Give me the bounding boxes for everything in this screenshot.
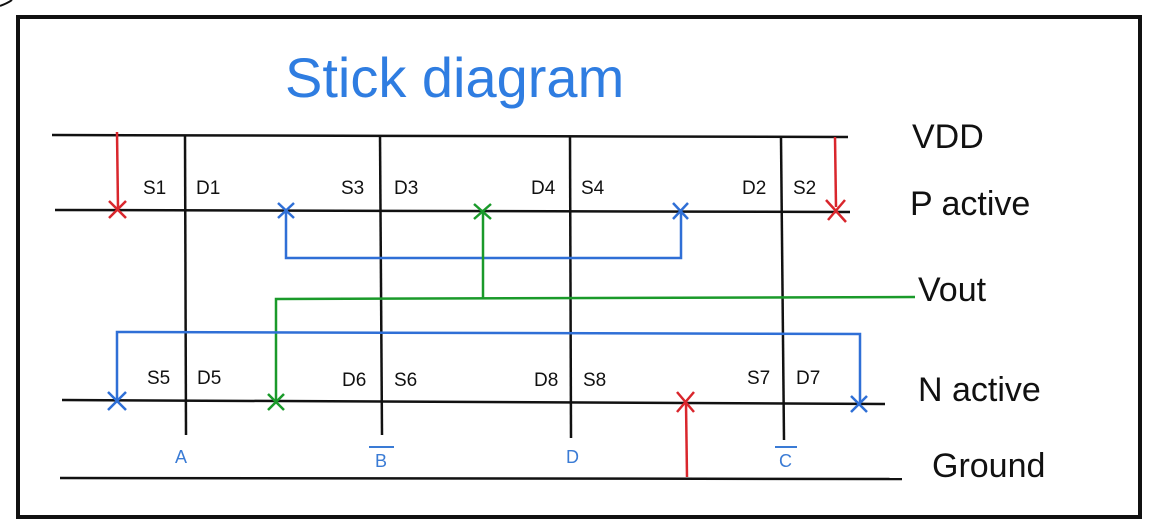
input-label-b: B xyxy=(375,451,387,471)
vdd-contact-s2 xyxy=(833,136,838,208)
terminal-label: D7 xyxy=(796,368,820,389)
ground-contact-s7 xyxy=(684,402,689,478)
vdd-label: VDD xyxy=(912,118,984,156)
terminal-label: S4 xyxy=(581,178,605,199)
contact-cross-s2 xyxy=(825,199,847,223)
terminal-label: S2 xyxy=(793,178,816,199)
ground-label: Ground xyxy=(932,447,1045,485)
vdd-rail xyxy=(51,133,849,139)
input-label-a: A xyxy=(175,447,187,467)
terminal-label: S8 xyxy=(583,370,606,391)
contact-cross-s5 xyxy=(107,391,127,411)
input-label-c: C xyxy=(779,451,792,471)
terminal-label: D1 xyxy=(196,178,220,199)
corner-mark xyxy=(0,0,13,7)
terminal-label: D5 xyxy=(197,368,221,389)
vdd-contact-s1 xyxy=(115,131,120,209)
contact-cross-s1 xyxy=(108,200,127,219)
terminal-label: S7 xyxy=(747,368,770,389)
contact-cross-d3-d4 xyxy=(473,203,492,220)
gate-a-line xyxy=(183,134,188,436)
terminal-label: S5 xyxy=(147,368,170,389)
terminal-label: D8 xyxy=(534,370,558,391)
n-active-label: N active xyxy=(918,371,1041,409)
input-label-d: D xyxy=(566,447,579,467)
vout-label: Vout xyxy=(918,271,987,309)
terminal-label: D4 xyxy=(531,178,556,199)
gate-b-line xyxy=(378,134,384,436)
contact-cross-d7 xyxy=(850,395,868,413)
gate-d-line xyxy=(568,135,573,439)
gate-c-line xyxy=(779,137,786,441)
terminal-label: S6 xyxy=(394,370,417,391)
contact-cross-d1 xyxy=(277,202,295,219)
contact-cross-s7 xyxy=(676,391,695,413)
contact-cross-d2 xyxy=(672,202,689,220)
terminal-label: S1 xyxy=(143,178,166,199)
p-active-label: P active xyxy=(910,185,1030,223)
contact-cross-d5 xyxy=(267,393,285,411)
vout-wire xyxy=(274,295,916,400)
terminal-label: D2 xyxy=(742,178,766,199)
terminal-label: S3 xyxy=(341,178,364,199)
terminal-label: D3 xyxy=(394,178,418,199)
n-side-blue-wire xyxy=(115,330,862,402)
terminal-label: D6 xyxy=(342,370,366,391)
diagram-frame xyxy=(16,15,1142,519)
ground-rail xyxy=(59,476,903,481)
page-title: Stick diagram xyxy=(285,46,624,109)
p-active-line xyxy=(54,208,851,214)
n-active-line xyxy=(61,398,886,406)
